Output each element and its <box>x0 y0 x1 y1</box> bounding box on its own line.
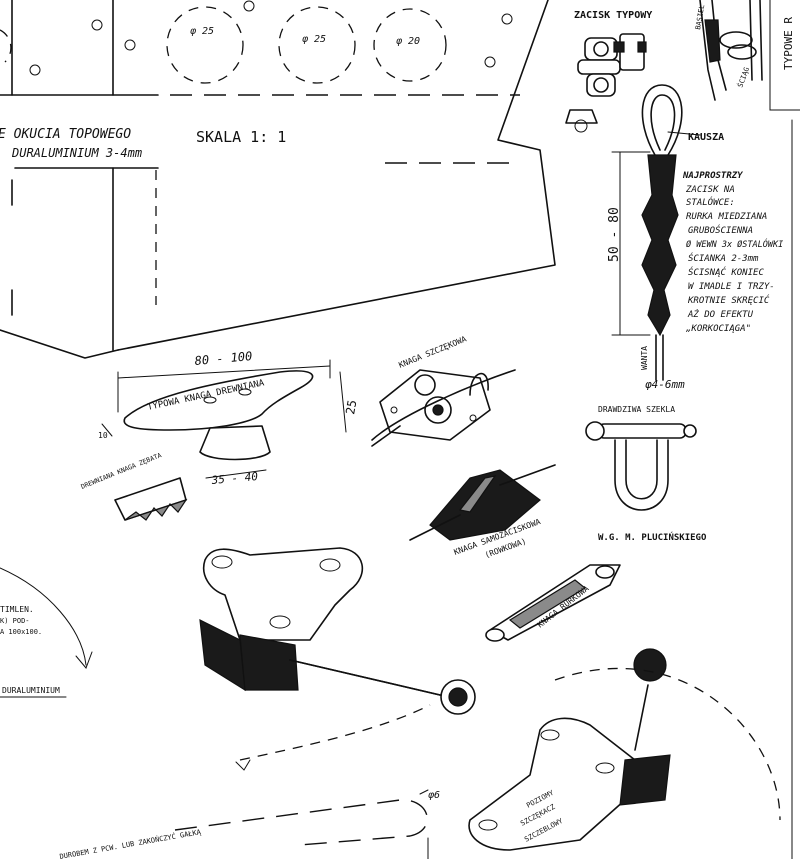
label-wanta: WANTA <box>640 346 649 370</box>
label-typowe-r: TYPOWE R <box>782 17 795 70</box>
clamp-note: NAJPROSTRZY ZACISK NA STALÓWCE: RURKA MI… <box>682 171 783 334</box>
label-knaga-szczekowa: KNAGA SZCZĘKOWA <box>397 334 468 369</box>
rope-label-sciag: ŚCIĄG <box>735 66 751 89</box>
left-note-2: K) POD- <box>0 617 30 625</box>
thimble-cable-drawing <box>611 84 701 381</box>
left-material-bottom: DURALUMINIUM <box>2 686 60 695</box>
bottom-arc-arrow <box>235 759 251 771</box>
note-line-11: AŻ DO EFEKTU <box>687 309 754 320</box>
left-note-3: A 100x100. <box>0 628 42 636</box>
note-line-1: NAJPROSTRZY <box>682 171 743 181</box>
wooden-cleat-drawing <box>101 359 347 479</box>
hole-label-2: φ 25 <box>302 34 326 45</box>
label-zacisk-typowy: ZACISK TYPOWY <box>574 10 652 21</box>
label-drewniana-knaga-zebata: DREWNIANA KNAGA ZĘBATA <box>80 451 163 491</box>
rope-lashing-drawing <box>699 0 763 101</box>
note-line-2: ZACISK NA <box>685 185 735 195</box>
jaw-cleat-drawing <box>371 369 516 447</box>
note-line-5: GRUBOŚCIENNA <box>688 224 753 236</box>
cam-cleat-drawing <box>409 464 556 541</box>
frame-corner-line <box>769 0 800 111</box>
shackle-drawing <box>585 421 697 511</box>
note-line-7: ŚCIANKA 2-3mm <box>688 252 759 264</box>
note-line-6: Ø WEWN 3x ØSTALÓWKI <box>686 238 783 250</box>
template-title: E OKUCIA TOPOWEGO <box>0 127 131 142</box>
note-line-8: ŚCISNĄĆ KONIEC <box>688 266 764 278</box>
label-wgm: W.G. M. PLUCIŃSKIEGO <box>598 531 707 543</box>
wire-rope-clip-drawing <box>565 33 647 133</box>
rope-label-basiel: BASIEL <box>694 4 706 30</box>
note-line-10: KROTNIE SKRĘCIĆ <box>687 294 770 306</box>
label-kausza: KAUSZA <box>688 132 724 143</box>
note-line-4: RURKA MIEDZIANA <box>686 212 767 222</box>
hole-label-1: φ 25 <box>190 26 214 37</box>
bottom-dim: φ6 <box>428 790 440 801</box>
left-note-1: TIMLEN. <box>0 605 34 614</box>
dim-25: 25 <box>343 399 359 416</box>
bottom-rod-outline <box>174 799 428 846</box>
template-material: DURALUMINIUM 3-4mm <box>11 146 142 160</box>
lever-clamp-drawing <box>199 547 476 761</box>
toothed-cleat-drawing <box>114 477 188 521</box>
dim-10: 10 <box>98 431 108 440</box>
dim-35-40: 35 - 40 <box>210 470 259 487</box>
label-drawdziwa-szekla: DRAWDZIWA SZEKLA <box>598 405 675 414</box>
left-arc <box>0 567 87 666</box>
dim-80-100: 80 - 100 <box>194 349 253 368</box>
note-line-12: „KORKOCIĄGA" <box>685 324 751 334</box>
hole-label-3: φ 20 <box>396 36 420 47</box>
tube-cleat-drawing <box>485 564 621 642</box>
mast-fitting-template <box>0 0 556 359</box>
dim-50-80: 50 - 80 <box>607 207 622 262</box>
bottom-dim-leader <box>419 789 429 795</box>
bottom-note: DUROBEM Z PCW. LUB ZAKOŃCZYĆ GAŁKĄ <box>59 827 202 859</box>
dia-4-6: φ4-6mm <box>645 378 685 391</box>
scale-label: SKALA 1: 1 <box>196 128 286 146</box>
horizontal-lever-clamp-drawing <box>468 648 781 851</box>
note-line-9: W IMADLE I TRZY- <box>688 282 775 292</box>
note-line-3: STALÓWCE: <box>686 196 735 208</box>
left-arc-arrow <box>75 651 93 669</box>
